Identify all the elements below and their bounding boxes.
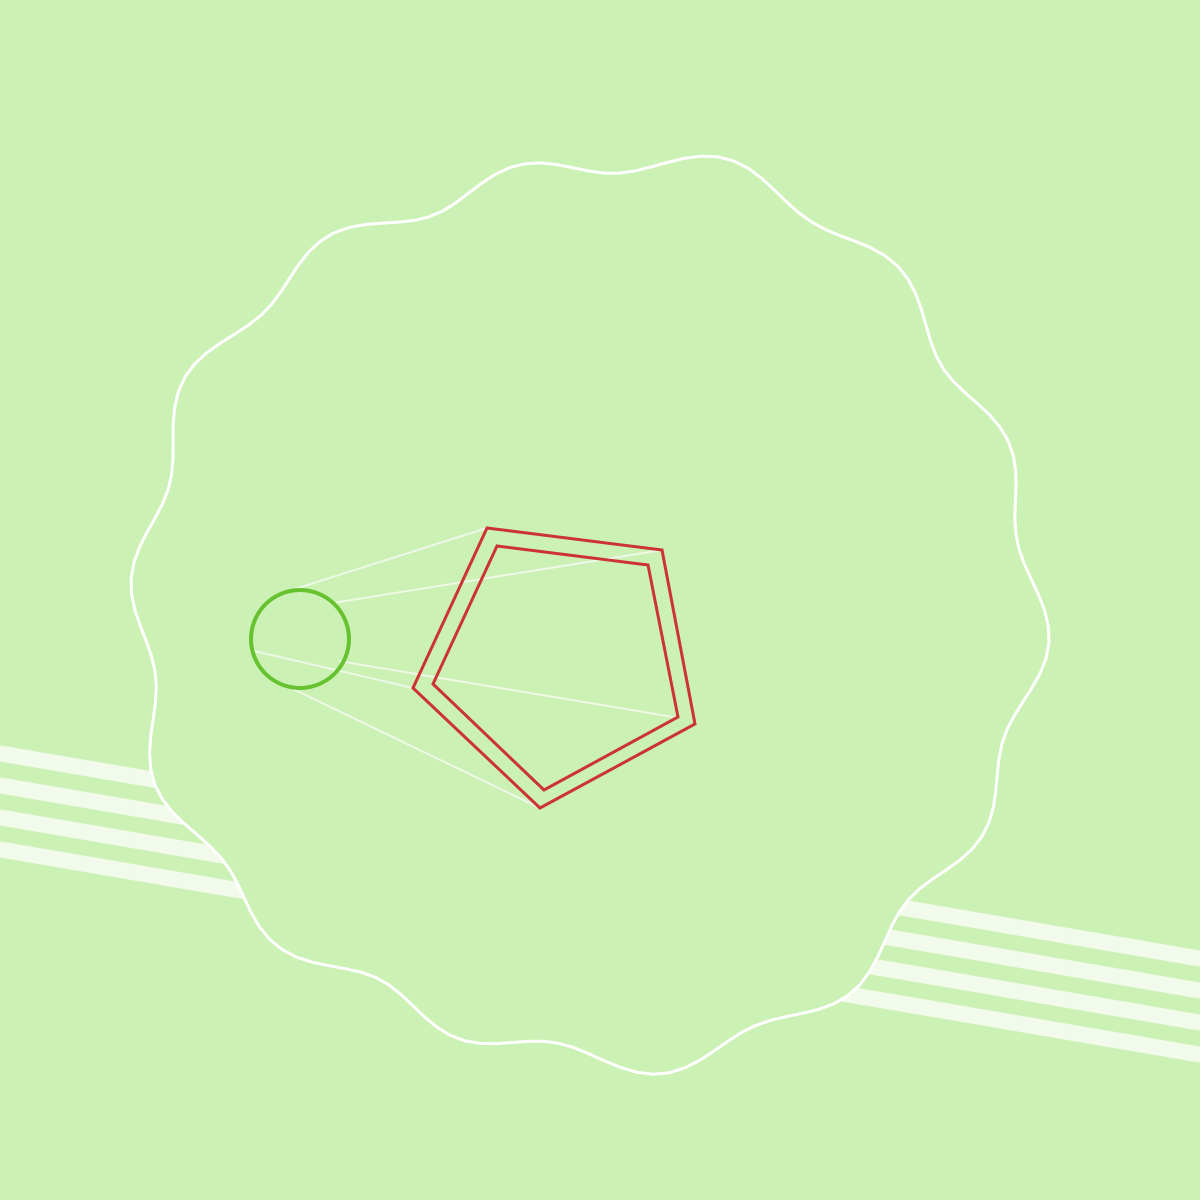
connector-line xyxy=(275,527,488,596)
connector-line xyxy=(338,660,680,719)
connector-line xyxy=(249,649,414,689)
pentagon-inner-outline xyxy=(431,544,680,792)
connector-line xyxy=(292,688,541,809)
outer-blob-outline xyxy=(129,154,1051,1076)
outer-blob-fill xyxy=(131,156,1049,1075)
circle-outline xyxy=(249,588,351,690)
pentagon-outer-outline xyxy=(411,526,697,810)
connector-lines xyxy=(249,527,680,809)
